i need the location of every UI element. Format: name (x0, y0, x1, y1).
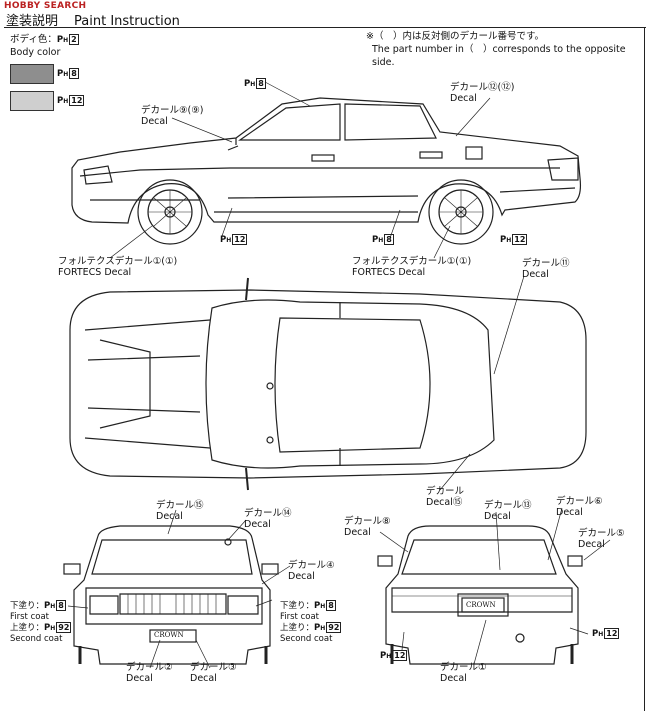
title-rule (4, 27, 646, 28)
note-jp: ※（ ）内は反対側のデカール番号です。 (366, 31, 545, 42)
decal-9-label: デカール⑨(⑨)Decal (141, 105, 204, 127)
watermark-logo: HOBBY SEARCH (4, 1, 87, 11)
note-en: The part number in（ ）corresponds to the … (372, 44, 626, 68)
rear-view-drawing (377, 525, 583, 665)
title-en: Paint Instruction (74, 14, 180, 29)
color-swatch-2 (10, 91, 54, 111)
opposite-side-note: ※（ ）内は反対側のデカール番号です。 The part number in（ … (366, 30, 650, 69)
side-view-drawing (71, 97, 582, 245)
page-border (644, 27, 645, 711)
body-color-label-en: Body color (10, 47, 61, 58)
front-license-plate: CROWN (154, 631, 184, 639)
fortecs-decal-left: フォルテクスデカール①(①)FORTECS Decal (58, 256, 178, 278)
front-view-drawing (63, 525, 279, 665)
fortecs-decal-right: フォルテクスデカール①(①)FORTECS Decal (352, 256, 472, 278)
page-title: 塗装説明 Paint Instruction (6, 10, 180, 29)
leader-lines (67, 81, 611, 669)
decal-12-label: デカール⑫(⑫)Decal (450, 82, 515, 104)
title-jp: 塗装説明 (6, 14, 59, 29)
top-view-drawing (69, 277, 587, 491)
color-swatch-1 (10, 64, 54, 84)
rear-license-plate: CROWN (466, 601, 496, 609)
